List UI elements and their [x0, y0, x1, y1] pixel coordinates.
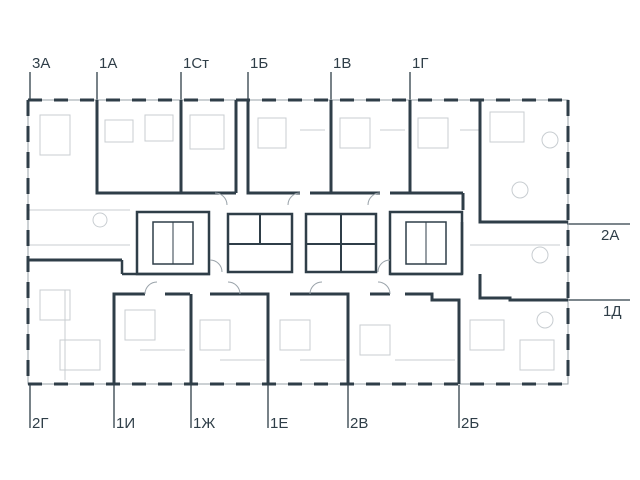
bottom-unit-walls	[112, 274, 568, 384]
unit-label-1g: 1Г	[412, 55, 429, 72]
unit-label-2a: 2А	[601, 227, 620, 244]
unit-label-3a: 3А	[32, 55, 51, 72]
unit-label-1d: 1Д	[603, 303, 622, 320]
outer-wall	[26, 98, 570, 386]
unit-label-1b: 1Б	[250, 55, 269, 72]
unit-label-1i: 1И	[116, 415, 136, 432]
unit-label-1st: 1Ст	[183, 55, 210, 72]
unit-label-2g: 2Г	[32, 415, 49, 432]
unit-label-1e: 1Е	[270, 415, 289, 432]
furniture	[28, 111, 560, 380]
unit-label-2v: 2В	[350, 415, 369, 432]
unit-label-1zh: 1Ж	[193, 415, 216, 432]
unit-label-1v: 1В	[333, 55, 352, 72]
door-swings	[144, 192, 391, 295]
leader-lines	[29, 72, 630, 428]
top-unit-walls	[95, 100, 568, 224]
unit-label-1a: 1А	[99, 55, 118, 72]
core-walls	[28, 210, 464, 276]
unit-label-2b: 2Б	[461, 415, 480, 432]
